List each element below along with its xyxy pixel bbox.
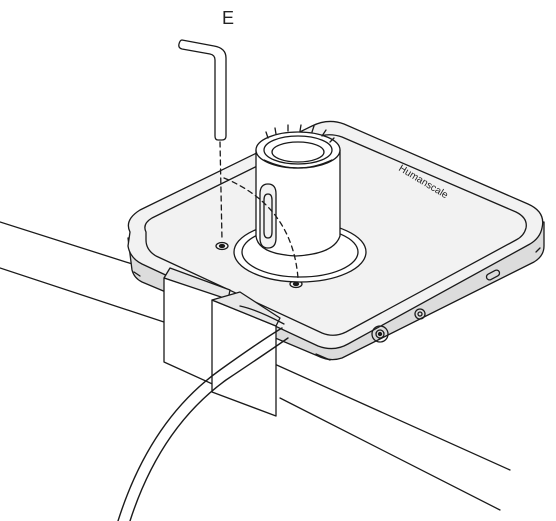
audio-port-icon: [414, 308, 426, 320]
desk-clamp: [163, 267, 281, 417]
assembly-guide-lines: [219, 141, 299, 279]
mount-post: [233, 124, 367, 283]
hex-key-icon: [178, 39, 227, 141]
callout-label: E: [222, 8, 235, 28]
screw-icon: [215, 241, 229, 251]
usb-c-port-icon: [485, 269, 501, 281]
power-port-icon: [371, 325, 389, 343]
power-cable: [117, 305, 289, 521]
